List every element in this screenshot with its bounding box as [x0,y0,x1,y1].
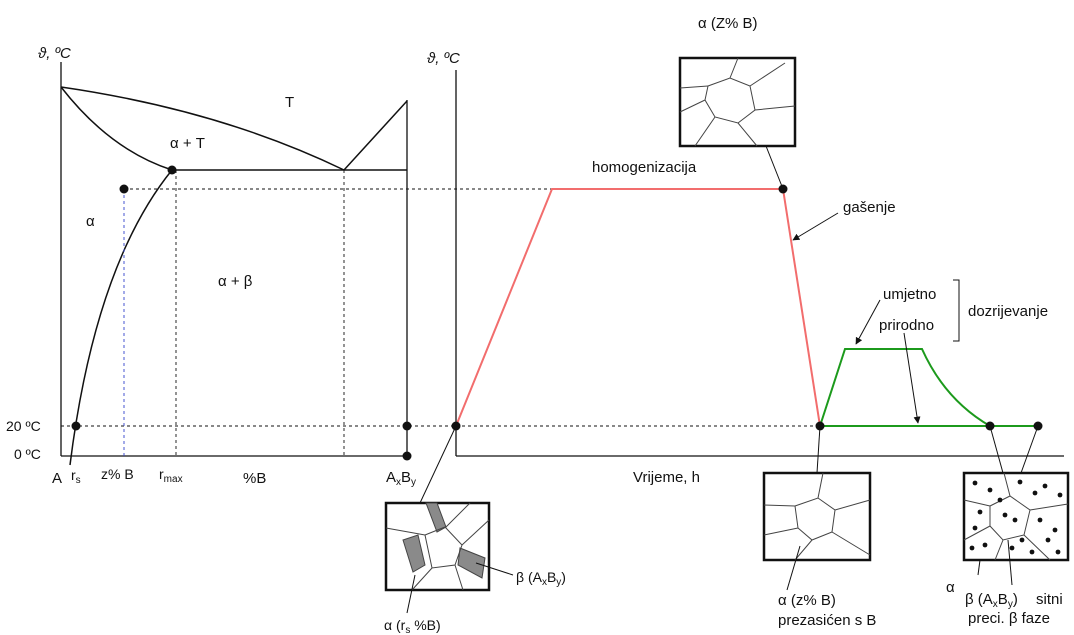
temp-0-label: 0 ºC [14,446,41,462]
region-alpha-beta-label: α + β [218,273,253,290]
natural-aging-label: prirodno [879,317,934,334]
region-alpha-liquid-label: α + T [170,135,205,152]
point-z-homog [120,185,129,194]
artificial-aging-label: umjetno [883,286,936,303]
initial-alpha-label: α (rs %B) [384,617,441,635]
quenching-label: gašenje [843,199,896,216]
quench-arrow [793,213,838,240]
liquidus-curve [61,87,344,170]
phase-y-axis-label: ϑ, ºC [38,45,71,62]
x-label-z: z% B [101,466,134,482]
aged-alpha-label: α [946,579,955,596]
phase-diagram: ϑ, ºC 20 ºC 0 ºC T α + T α α + β A rs z%… [6,45,552,488]
time-y-axis-label: ϑ, ºC [427,50,460,67]
aging-bracket [953,280,959,341]
region-liquid-label: T [285,94,294,111]
micrograph-initial: α (rs %B) β (AxBy) [384,426,566,635]
aging-label: dozrijevanje [968,303,1048,320]
point-axby-0c [403,452,412,461]
aged-fine-label-2: preci. β faze [968,610,1050,627]
micrograph-top-label: α (Z% B) [698,15,758,32]
point-rmax [168,166,177,175]
region-alpha-label: α [86,213,95,230]
natural-arrow [904,333,918,423]
solution-treatment-curve [456,189,820,426]
aged-beta-label: β (AxBy) [965,591,1018,610]
x-label-a: A [52,470,62,487]
homogenization-label: homogenizacija [592,159,697,176]
point-axby-20c [403,422,412,431]
x-label-rmax: rmax [159,466,183,485]
x-label-rs: rs [71,467,81,486]
artificial-aging-curve [820,349,990,426]
initial-beta-label: β (AxBy) [516,569,566,588]
solidus-curve [61,87,172,170]
aged-fine-label-1: sitni [1036,591,1063,608]
point-rs-20c [72,422,81,431]
micrograph-homogenized: α (Z% B) [680,15,795,189]
quenched-label-1: α (z% B) [778,592,836,609]
x-label-percent-b: %B [243,470,266,487]
temp-20-label: 20 ºC [6,418,41,434]
x-label-axby: AxBy [386,469,416,488]
quenched-label-2: prezasićen s B [778,612,876,629]
artificial-arrow [856,300,880,344]
compound-liquidus [344,101,407,170]
time-x-axis-label: Vrijeme, h [633,469,700,486]
